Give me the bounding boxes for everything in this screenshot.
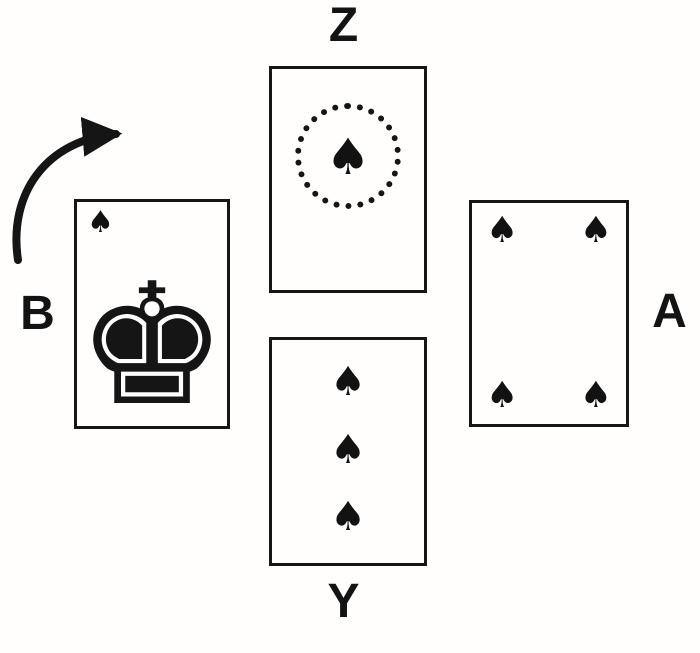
spade-icon: ♠ <box>330 359 366 405</box>
spade-icon: ♠ <box>579 210 612 251</box>
spade-icon: ♠ <box>325 128 371 186</box>
seat-label-east: A <box>652 285 688 338</box>
spade-icon: ♠ <box>87 205 114 240</box>
spade-icon: ♠ <box>486 210 519 251</box>
spade-icon: ♠ <box>486 375 519 416</box>
rotation-arrow-icon <box>12 116 123 264</box>
spade-icon: ♠ <box>579 375 612 416</box>
pip-column: ♠ ♠ ♠ <box>272 340 424 563</box>
card-west-king-of-spades: ♠ ♚ <box>74 199 230 429</box>
spade-icon: ♠ <box>330 494 366 540</box>
card-north-ace-of-spades: ♠ <box>269 66 427 293</box>
king-figure-icon: ♚ <box>76 247 228 444</box>
seat-label-west: B <box>20 287 56 340</box>
wreath-icon: ♠ <box>295 103 401 209</box>
card-south-three-of-spades: ♠ ♠ ♠ <box>269 337 427 566</box>
seat-label-south: Y <box>327 575 361 628</box>
card-east-four-of-spades: ♠ ♠ ♠ ♠ <box>469 200 629 427</box>
spade-icon: ♠ <box>330 426 366 473</box>
seat-label-north: Z <box>328 0 360 52</box>
